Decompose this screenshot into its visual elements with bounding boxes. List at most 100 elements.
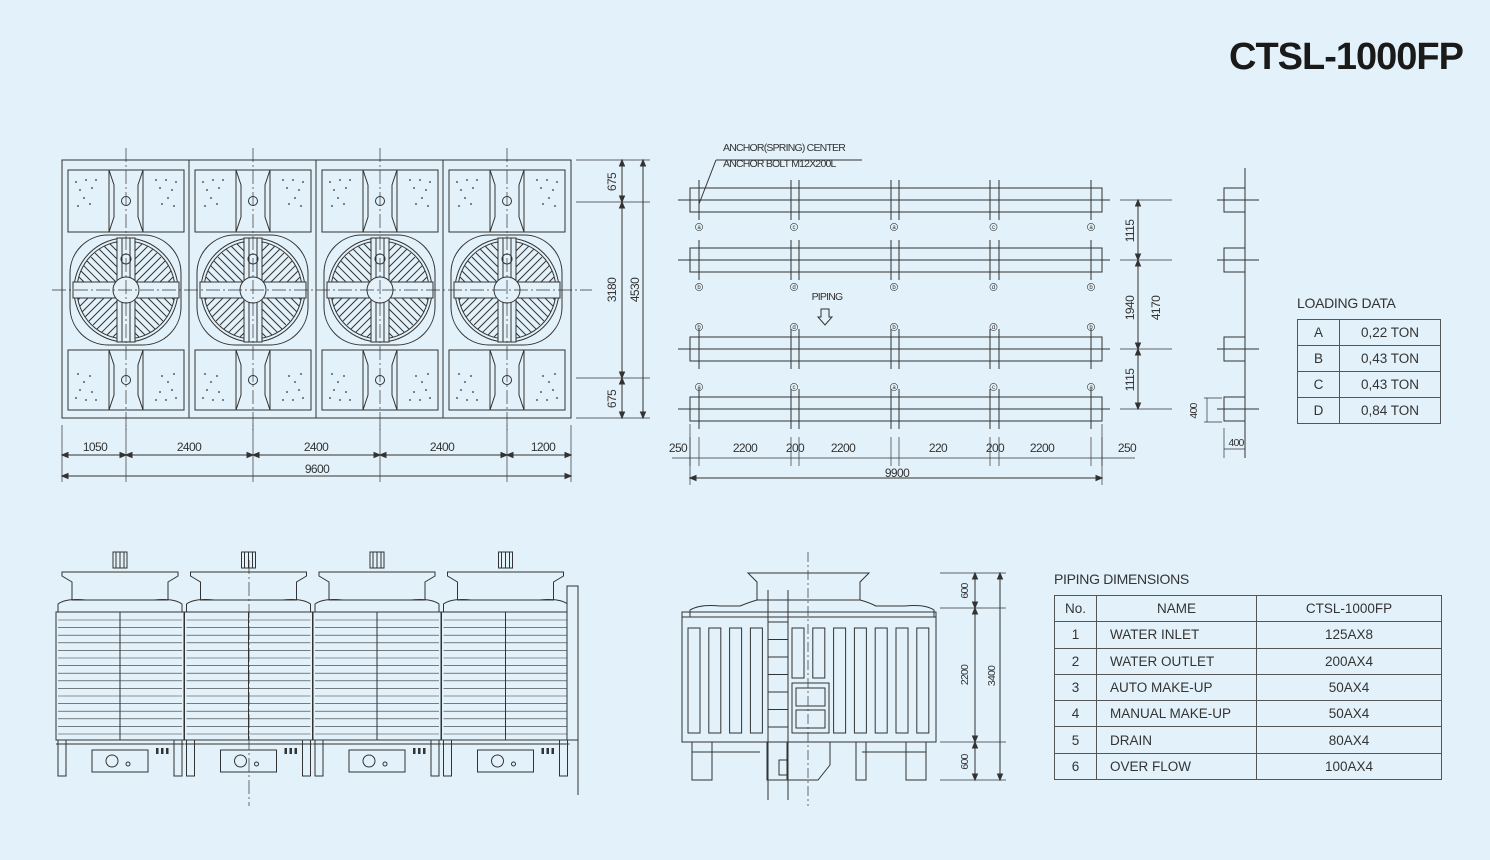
drain-box <box>220 749 277 773</box>
dot <box>77 373 79 375</box>
load-point: B <box>1297 345 1340 372</box>
dot <box>472 391 474 393</box>
sump <box>786 741 831 781</box>
fitting <box>541 748 544 754</box>
anchor-marker-label: c <box>992 385 995 391</box>
arrowhead <box>500 451 509 459</box>
dot <box>75 397 77 399</box>
dot <box>167 197 169 199</box>
found-dim-2200-c: 2200 <box>1030 441 1055 455</box>
dot <box>173 373 175 375</box>
fill-panel <box>448 349 491 411</box>
louver-panel <box>916 627 930 734</box>
dot <box>212 179 214 181</box>
dot <box>470 375 472 377</box>
fill-panel <box>194 349 237 411</box>
dot <box>302 181 304 183</box>
fitting <box>289 748 292 754</box>
arrowhead <box>618 200 626 209</box>
arrowhead <box>639 411 647 420</box>
arrowhead <box>1134 347 1142 356</box>
arrowhead <box>996 571 1004 580</box>
dot <box>95 399 97 401</box>
plan-module <box>315 148 439 430</box>
fitting <box>413 748 416 754</box>
outlet-pipe <box>234 754 247 768</box>
dot <box>427 205 429 207</box>
arrowhead <box>618 371 626 380</box>
fill-panel <box>67 169 110 233</box>
plan-module <box>188 148 312 430</box>
leg <box>314 739 324 777</box>
side-dim-600-top: 600 <box>959 582 971 598</box>
dot <box>548 381 550 383</box>
found-overall-span: 4170 <box>1149 295 1163 320</box>
pipe-size: 100AX4 <box>1256 752 1442 781</box>
leg <box>855 741 867 781</box>
dot <box>155 399 157 401</box>
leg <box>559 739 568 777</box>
door-window <box>795 709 826 729</box>
dot <box>458 373 460 375</box>
dot <box>218 187 220 189</box>
dot <box>536 399 538 401</box>
fitting <box>161 748 164 754</box>
dot <box>298 189 300 191</box>
dot <box>175 181 177 183</box>
arrowhead <box>1134 253 1142 262</box>
fill-panel <box>321 349 364 411</box>
arrowhead <box>639 158 647 167</box>
pipe-no: 4 <box>1054 700 1097 728</box>
dot <box>540 187 542 189</box>
fan-stack <box>447 571 564 601</box>
arrowhead <box>618 411 626 420</box>
dot <box>298 389 300 391</box>
arrowhead <box>971 773 979 782</box>
dot <box>288 375 290 377</box>
anchor-marker-label: a <box>1089 385 1093 391</box>
pipe-size: 80AX4 <box>1256 726 1442 754</box>
leg <box>57 739 67 777</box>
dot <box>95 179 97 181</box>
fan-stack <box>190 571 307 601</box>
plan-dim-1050: 1050 <box>83 440 108 454</box>
pipe-no: 6 <box>1054 752 1097 781</box>
dot <box>159 187 161 189</box>
anchor-note-2: ANCHOR BOLT M12X200L <box>723 158 837 170</box>
dot <box>294 197 296 199</box>
outlet-pipe <box>362 754 376 768</box>
plan-overall-width: 9600 <box>305 462 330 476</box>
dot <box>548 197 550 199</box>
fill-panel <box>396 349 439 411</box>
dot <box>536 179 538 181</box>
pipe-no: 1 <box>1054 621 1097 649</box>
anchor-marker-label: b <box>892 325 896 331</box>
header-name: NAME <box>1096 594 1257 623</box>
arrowhead <box>688 474 697 482</box>
anchor-marker-label: a <box>697 385 701 391</box>
louver-panel <box>853 627 867 734</box>
plan-dim-3180: 3180 <box>605 277 619 302</box>
dot <box>329 181 331 183</box>
drain-box <box>348 749 406 773</box>
found-dim-220: 220 <box>929 441 948 455</box>
dot <box>91 187 93 189</box>
arrowhead <box>246 451 255 459</box>
anchor-note-1: ANCHOR(SPRING) CENTER <box>723 142 846 154</box>
leg <box>302 739 311 777</box>
dot <box>173 205 175 207</box>
found-overall-length: 9900 <box>885 466 910 480</box>
fan-stack <box>746 572 871 601</box>
plan-module <box>67 148 185 430</box>
side-pipe <box>566 585 579 741</box>
anchor-marker <box>890 323 898 331</box>
dot <box>302 397 304 399</box>
anchor-marker <box>989 383 998 391</box>
pipe-name: AUTO MAKE-UP <box>1096 673 1257 702</box>
dot <box>329 397 331 399</box>
anchor-marker-label: b <box>1089 285 1093 291</box>
dot <box>476 179 478 181</box>
support-bracket <box>362 349 398 411</box>
